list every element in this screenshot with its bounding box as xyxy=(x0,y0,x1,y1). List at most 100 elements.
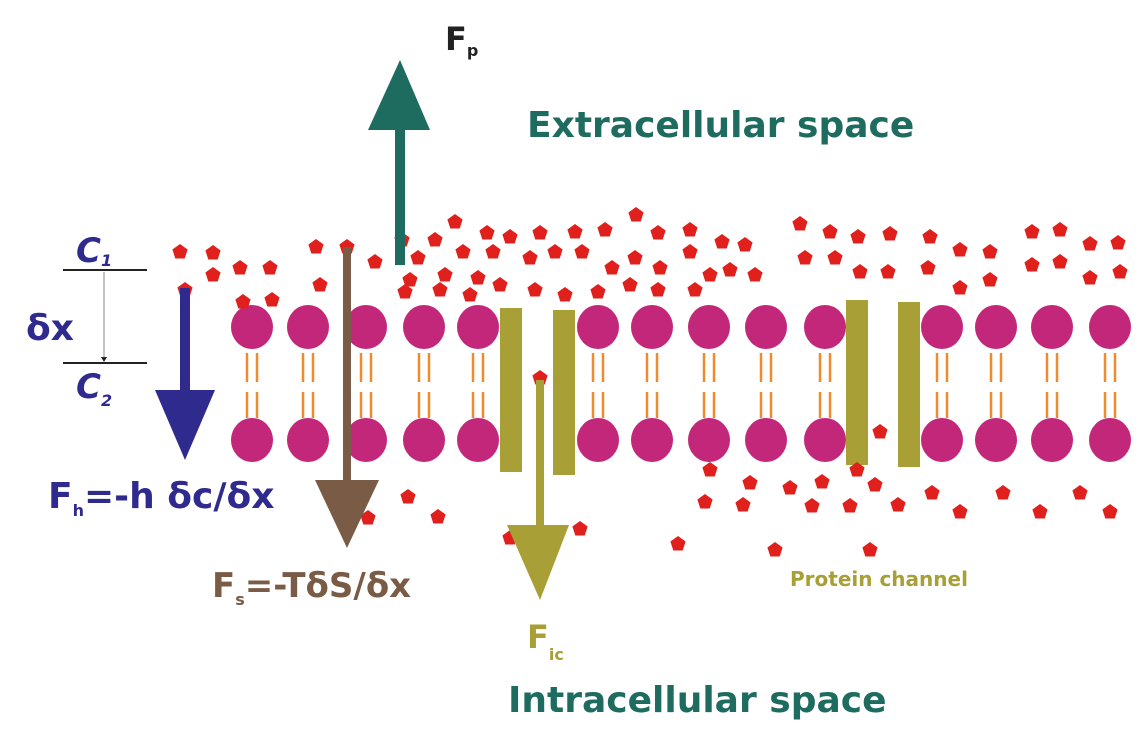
solute-molecule xyxy=(852,264,868,279)
solute-molecule xyxy=(862,542,878,557)
phospholipid xyxy=(1089,305,1131,462)
solute-molecule xyxy=(797,250,813,265)
solute-molecule xyxy=(922,229,938,244)
solute-molecule xyxy=(1032,504,1048,519)
protein-channel-wall xyxy=(553,310,575,475)
lipid-head xyxy=(975,305,1017,349)
solute-molecule xyxy=(1024,257,1040,272)
solute-molecule xyxy=(627,250,643,265)
solute-molecule xyxy=(880,264,896,279)
solute-molecule xyxy=(702,462,718,477)
solute-molecule xyxy=(360,510,376,525)
phospholipid xyxy=(231,305,273,462)
fs-arrow xyxy=(315,247,379,548)
solute-molecule xyxy=(952,280,968,295)
solute-molecule xyxy=(767,542,783,557)
lipid-head xyxy=(403,305,445,349)
lipid-head xyxy=(804,305,846,349)
solute-molecule xyxy=(952,242,968,257)
solute-molecule xyxy=(235,294,251,309)
solute-molecule xyxy=(670,536,686,551)
protein-channel-wall xyxy=(500,308,522,472)
phospholipid xyxy=(745,305,787,462)
phospholipid xyxy=(403,305,445,462)
phospholipid xyxy=(804,305,846,462)
solute-molecule xyxy=(479,225,495,240)
solute-particles xyxy=(172,207,1128,557)
fic-label: Fic xyxy=(527,618,564,664)
solute-molecule xyxy=(264,292,280,307)
solute-molecule xyxy=(792,216,808,231)
solute-molecule xyxy=(650,225,666,240)
solute-molecule xyxy=(572,521,588,536)
lipid-head xyxy=(631,418,673,462)
lipid-head xyxy=(577,418,619,462)
dx-label: δx xyxy=(26,308,74,349)
lipid-head xyxy=(921,418,963,462)
solute-molecule xyxy=(308,239,324,254)
solute-molecule xyxy=(312,277,328,292)
lipid-head xyxy=(1089,418,1131,462)
lipid-head xyxy=(231,418,273,462)
solute-molecule xyxy=(597,222,613,237)
solute-molecule xyxy=(872,424,888,439)
solute-molecule xyxy=(842,498,858,513)
solute-molecule xyxy=(574,244,590,259)
solute-molecule xyxy=(402,272,418,287)
protein-channel-wall xyxy=(846,300,868,465)
lipid-bilayer xyxy=(231,305,1131,462)
solute-molecule xyxy=(952,504,968,519)
solute-molecule xyxy=(557,287,573,302)
solute-molecule xyxy=(447,214,463,229)
extracellular-label: Extracellular space xyxy=(527,105,914,146)
solute-molecule xyxy=(628,207,644,222)
lipid-head xyxy=(403,418,445,462)
solute-molecule xyxy=(982,272,998,287)
lipid-head xyxy=(745,418,787,462)
solute-molecule xyxy=(397,284,413,299)
dx-arrowhead-icon xyxy=(101,357,107,362)
solute-molecule xyxy=(462,287,478,302)
solute-molecule xyxy=(650,282,666,297)
solute-molecule xyxy=(1082,270,1098,285)
solute-molecule xyxy=(890,497,906,512)
solute-molecule xyxy=(432,282,448,297)
phospholipid xyxy=(577,305,619,462)
solute-molecule xyxy=(604,260,620,275)
lipid-head xyxy=(457,418,499,462)
solute-molecule xyxy=(702,267,718,282)
lipid-head xyxy=(1031,418,1073,462)
solute-molecule xyxy=(527,282,543,297)
lipid-head xyxy=(975,418,1017,462)
lipid-head xyxy=(688,305,730,349)
solute-molecule xyxy=(485,244,501,259)
solute-molecule xyxy=(924,485,940,500)
solute-molecule xyxy=(622,277,638,292)
solute-molecule xyxy=(437,267,453,282)
solute-molecule xyxy=(1082,236,1098,251)
solute-molecule xyxy=(1102,504,1118,519)
solute-molecule xyxy=(742,475,758,490)
lipid-head xyxy=(577,305,619,349)
lipid-head xyxy=(457,305,499,349)
solute-molecule xyxy=(492,277,508,292)
solute-molecule xyxy=(714,234,730,249)
lipid-head xyxy=(745,305,787,349)
fp-arrow xyxy=(368,60,430,265)
solute-molecule xyxy=(920,260,936,275)
intracellular-label: Intracellular space xyxy=(508,680,887,721)
lipid-head xyxy=(231,305,273,349)
solute-molecule xyxy=(687,282,703,297)
solute-molecule xyxy=(410,250,426,265)
fs-formula: Fs=-TδS/δx xyxy=(212,566,411,609)
solute-molecule xyxy=(697,494,713,509)
solute-molecule xyxy=(849,462,865,477)
solute-molecule xyxy=(804,498,820,513)
solute-molecule xyxy=(547,244,563,259)
lipid-head xyxy=(688,418,730,462)
fh-formula: Fh=-h δc/δx xyxy=(48,476,274,520)
solute-molecule xyxy=(1052,222,1068,237)
solute-molecule xyxy=(827,250,843,265)
lipid-head xyxy=(1031,305,1073,349)
